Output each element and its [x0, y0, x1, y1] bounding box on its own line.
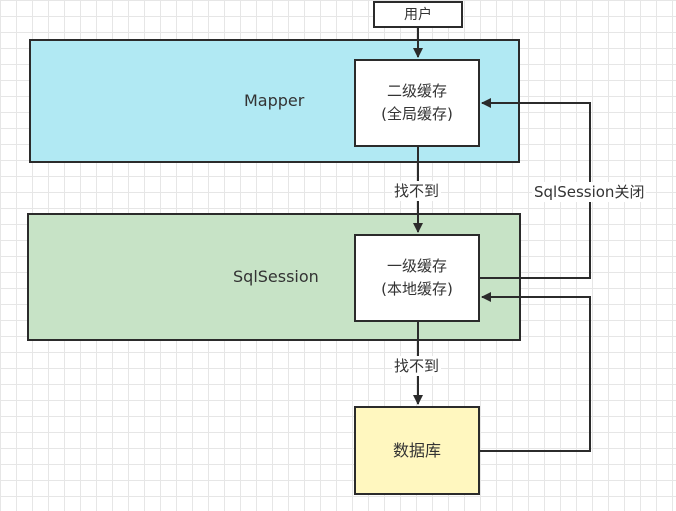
- user-node: 用户: [373, 1, 463, 28]
- level1-cache-node: 一级缓存 (本地缓存): [354, 234, 480, 322]
- database-label: 数据库: [392, 441, 441, 460]
- edge-label-not-found-2: 找不到: [392, 356, 442, 376]
- edge-label-not-found-1: 找不到: [392, 181, 442, 201]
- level2-cache-subtitle: (全局缓存): [381, 105, 453, 123]
- level1-cache-subtitle: (本地缓存): [381, 280, 453, 298]
- database-node: 数据库: [354, 406, 480, 495]
- sqlsession-label: SqlSession: [233, 267, 319, 286]
- level2-cache-node: 二级缓存 (全局缓存): [354, 59, 480, 147]
- user-label: 用户: [404, 6, 432, 23]
- level2-cache-title: 二级缓存: [386, 82, 447, 100]
- mapper-label: Mapper: [244, 91, 305, 110]
- level1-cache-title: 一级缓存: [386, 257, 447, 275]
- edge-db-to-l1: [480, 292, 591, 452]
- edge-label-sqlsession-close: SqlSession关闭: [532, 182, 647, 202]
